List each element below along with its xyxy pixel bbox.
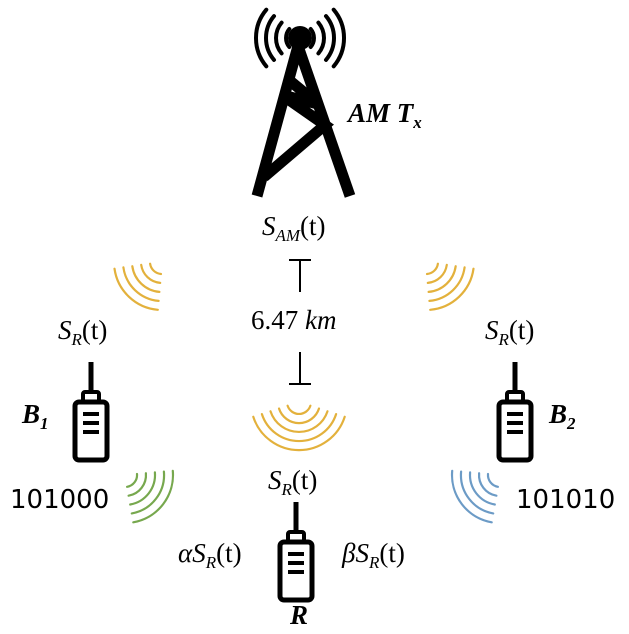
ambient-wave-top-left-icon [113,262,163,311]
tower-wave-l-3 [253,7,269,69]
radio-b1-label: B1 [22,399,49,433]
b1-bits-label: 101000 [10,485,110,515]
radio-b1-icon [72,362,110,463]
radio-r-label: R [290,600,309,630]
waveC-arc-2 [269,410,329,433]
ambient-wave-top-right-icon [425,262,475,311]
waveTL-arc-3 [122,266,160,302]
tower-wave-r-1 [316,20,326,56]
radio-r-icon [277,502,315,603]
tower-broadcast-waves-icon [253,7,347,69]
signal-s-r-right-label: SR(t) [485,315,535,349]
waveB2-arc-4 [450,469,493,524]
tower-wave-l-2 [264,14,276,62]
waveC-arc-4 [252,415,346,452]
waveB2-arc-3 [459,470,495,515]
radio-b2-label: B2 [549,399,576,433]
waveB1-arc-1 [127,472,148,497]
waveB2-arc-2 [468,471,496,506]
waveB1-arc-0 [126,472,139,488]
b2-bits-label: 101010 [516,485,616,515]
waveB2-arc-1 [477,472,498,497]
waveB1-arc-2 [129,471,157,506]
waveTR-arc-1 [426,263,448,284]
waveTL-arc-2 [131,265,161,293]
tower-wave-l-0 [284,27,292,49]
tower-wave-r-3 [331,7,347,69]
waveTR-arc-2 [427,265,457,293]
tower-label: AM Tx [348,98,422,132]
waveB2-arc-0 [486,472,499,488]
b1-wave-icon [126,469,175,524]
tower-wave-l-1 [274,20,284,56]
distance-marker [289,259,311,385]
b2-wave-icon [450,469,499,524]
waveC-arc-3 [260,413,338,443]
waveC-arc-1 [277,407,321,425]
signal-s-r-left-label: SR(t) [58,315,108,349]
radio-b2-icon [496,362,534,463]
waveTR-arc-0 [425,262,439,276]
waveTL-arc-0 [149,262,163,276]
signal-s-r-center-label: SR(t) [268,465,318,499]
signal-beta-s-r-label: βSR(t) [342,538,405,572]
waveTL-arc-4 [113,267,159,311]
tower-wave-r-2 [324,14,336,62]
am-tower [251,44,356,198]
waveTR-arc-3 [428,266,466,302]
waveTR-arc-4 [429,267,475,311]
waveB1-arc-3 [130,470,166,515]
waveB1-arc-4 [132,469,175,524]
ambient-wave-center-icon [252,404,346,452]
signal-s-am-label: SAM(t) [262,211,326,245]
waveC-arc-0 [286,404,312,415]
tower-top-icon [288,26,312,50]
distance-label: 6.47 km [251,305,337,335]
tower-wave-r-0 [308,27,316,49]
signal-alpha-s-r-label: αSR(t) [178,538,242,572]
waveTL-arc-1 [140,263,162,284]
